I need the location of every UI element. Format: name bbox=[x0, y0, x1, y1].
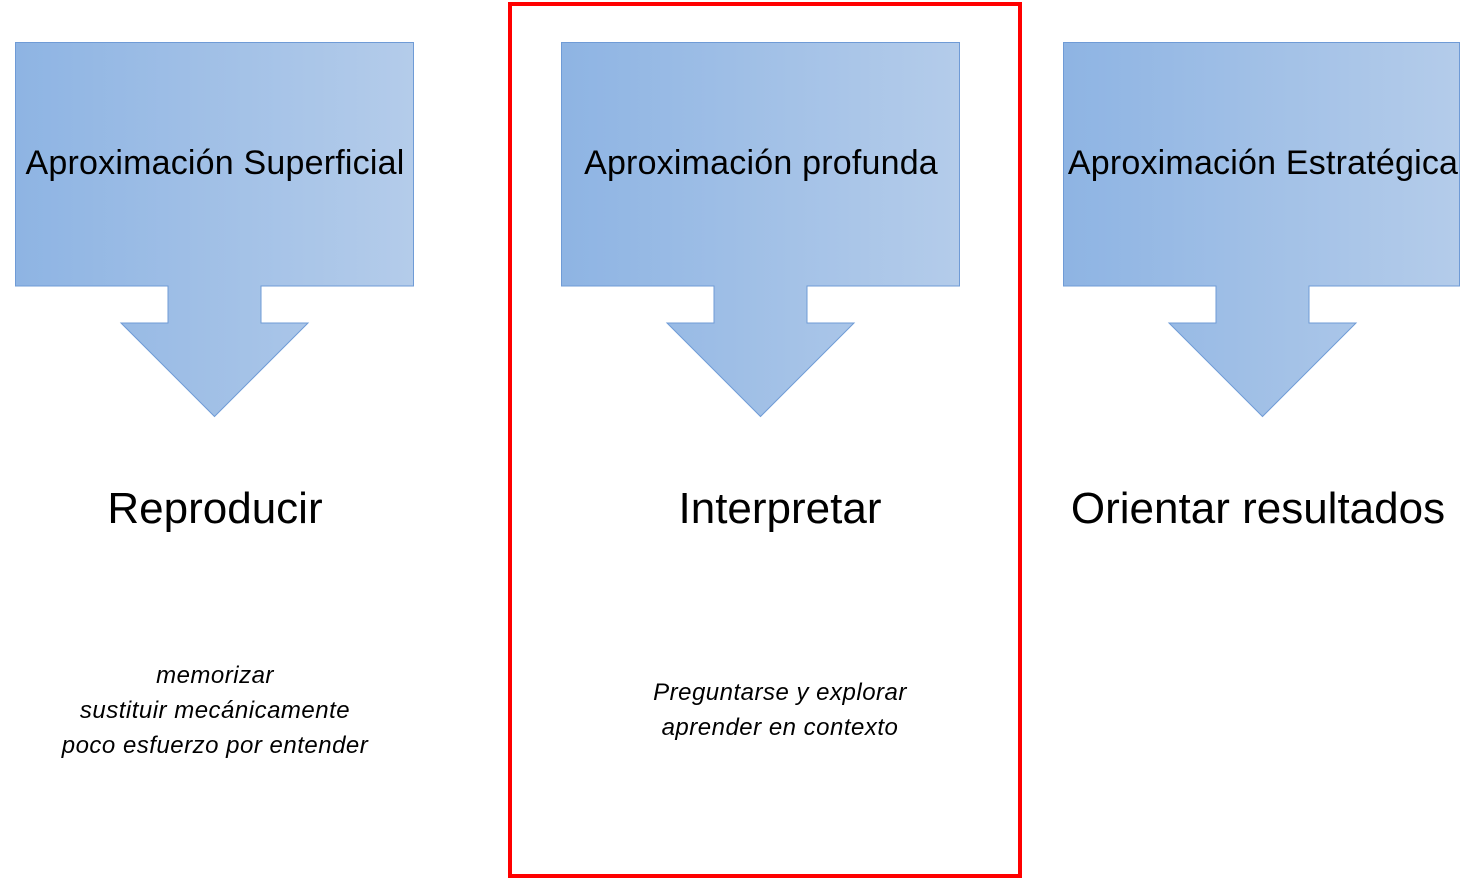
note-item: poco esfuerzo por entender bbox=[61, 732, 369, 759]
outcome-label: Orientar resultados bbox=[1070, 484, 1446, 533]
callout-label: Aproximación Superficial bbox=[25, 144, 405, 182]
outcome-label: Interpretar bbox=[678, 484, 882, 533]
callout-profunda: Aproximación profunda bbox=[561, 42, 961, 418]
callout-superficial: Aproximación Superficial bbox=[15, 42, 415, 418]
note-item: sustituir mecánicamente bbox=[79, 697, 351, 724]
down-arrow-callout-shape bbox=[561, 42, 960, 418]
notes-list: memorizar sustituir mecánicamente poco e… bbox=[15, 658, 415, 763]
callout-label: Aproximación Estratégica bbox=[1067, 144, 1459, 182]
outcome-label: Reproducir bbox=[107, 484, 323, 533]
note-item: Preguntarse y explorar bbox=[653, 679, 907, 706]
down-arrow-callout-shape bbox=[1063, 42, 1460, 418]
down-arrow-callout-shape bbox=[15, 42, 414, 418]
notes-list: Preguntarse y explorar aprender en conte… bbox=[580, 675, 980, 745]
callout-estrategica: Aproximación Estratégica bbox=[1063, 42, 1463, 418]
highlight-frame bbox=[508, 2, 1022, 878]
note-item: memorizar bbox=[156, 662, 274, 689]
note-item: aprender en contexto bbox=[661, 714, 899, 741]
callout-label: Aproximación profunda bbox=[584, 144, 938, 182]
